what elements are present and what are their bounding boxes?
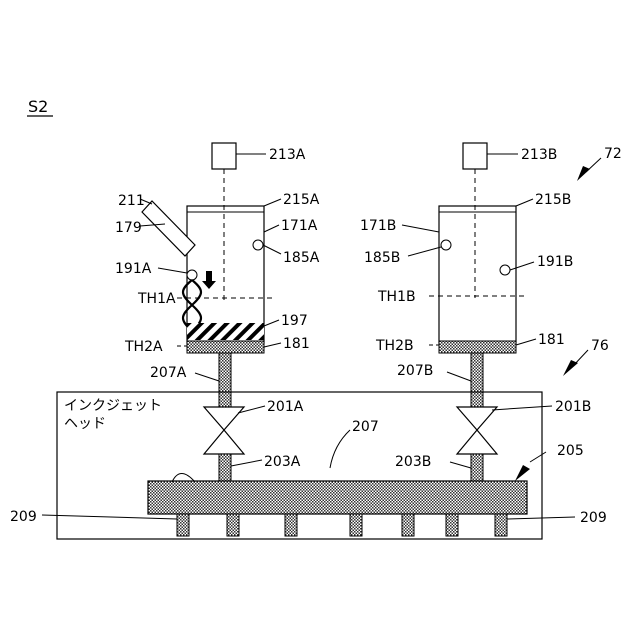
leader-209-left [42,515,177,519]
leader-185b [408,247,441,256]
leader-209-right [507,517,575,519]
leader-205 [530,452,546,462]
float-191b [500,265,510,275]
arrow-205-icon [515,465,530,481]
label-171a: 171A [281,218,318,234]
port-185a [253,240,263,250]
port-185b [441,240,451,250]
label-203b: 203B [395,454,431,470]
pipe-207a [219,353,231,409]
label-201a: 201A [267,399,304,415]
head-label-line1: インクジェット [64,398,162,414]
label-181-left: 181 [283,336,310,352]
leader-171b [402,225,439,232]
label-215b: 215B [535,192,571,208]
label-th1b: TH1B [377,289,416,305]
sensor-213a [212,143,236,169]
nozzle-4 [350,514,362,536]
label-209-right: 209 [580,510,607,526]
label-215a: 215A [283,192,320,208]
leader-185a [263,245,281,254]
filter-181-left [187,341,264,353]
valve-201b [457,407,497,454]
label-181-right: 181 [538,332,565,348]
sensor-213b [463,143,487,169]
leader-207 [330,430,350,468]
nozzle-5 [402,514,414,536]
nozzle-3 [285,514,297,536]
nozzle-1 [177,514,189,536]
label-171b: 171B [360,218,396,234]
label-th2a: TH2A [124,339,163,355]
leader-171a [264,225,279,232]
label-205: 205 [557,443,584,459]
label-76: 76 [591,338,609,354]
label-191b: 191B [537,254,573,270]
label-203a: 203A [264,454,301,470]
label-191a: 191A [115,261,152,277]
nozzle-7 [495,514,507,536]
figure-id: S2 [28,97,48,116]
arrow-72-icon [577,166,590,181]
leader-181-left [264,343,281,347]
label-207: 207 [352,419,379,435]
valve-201a [204,407,244,454]
label-72: 72 [604,146,622,162]
pipe-203b [471,454,483,481]
nozzle-6 [446,514,458,536]
sediment-197 [187,323,264,340]
pipe-207b [471,353,483,409]
arrow-down-icon [202,271,216,289]
leader-201b [492,406,552,410]
label-213b: 213B [521,147,557,163]
label-211: 211 [118,193,145,209]
leader-191b [510,262,534,270]
label-201b: 201B [555,399,591,415]
head-label-line2: ヘッド [64,416,106,432]
manifold-205 [148,481,527,514]
leader-203b [450,462,471,468]
label-179: 179 [115,220,142,236]
label-213a: 213A [269,147,306,163]
inkjet-head: インクジェット ヘッド 76 207 205 209 209 [10,338,609,539]
label-185a: 185A [283,250,320,266]
leader-191a [158,268,187,273]
leader-215a [264,199,281,206]
leader-215b [516,199,533,206]
pipe-203a [219,454,231,481]
right-tank-unit: 72 213B 215B 171B 185B 191B TH1B TH2B 18… [360,143,622,481]
float-191a [187,270,197,280]
leader-197 [264,320,279,326]
left-tank-unit: 213A 215A 171A 185A 211 179 191A TH1A 19… [115,143,320,481]
filter-181-right [439,341,516,353]
leader-203a [231,460,262,466]
label-209-left: 209 [10,509,37,525]
label-207a: 207A [150,365,187,381]
nozzle-2 [227,514,239,536]
arrow-76-icon [563,360,578,376]
leader-207b [447,372,471,381]
label-th2b: TH2B [375,338,414,354]
label-207b: 207B [397,363,433,379]
label-185b: 185B [364,250,400,266]
leader-207a [195,373,219,381]
label-197: 197 [281,313,308,329]
leader-181-right [516,339,536,345]
label-th1a: TH1A [137,291,176,307]
